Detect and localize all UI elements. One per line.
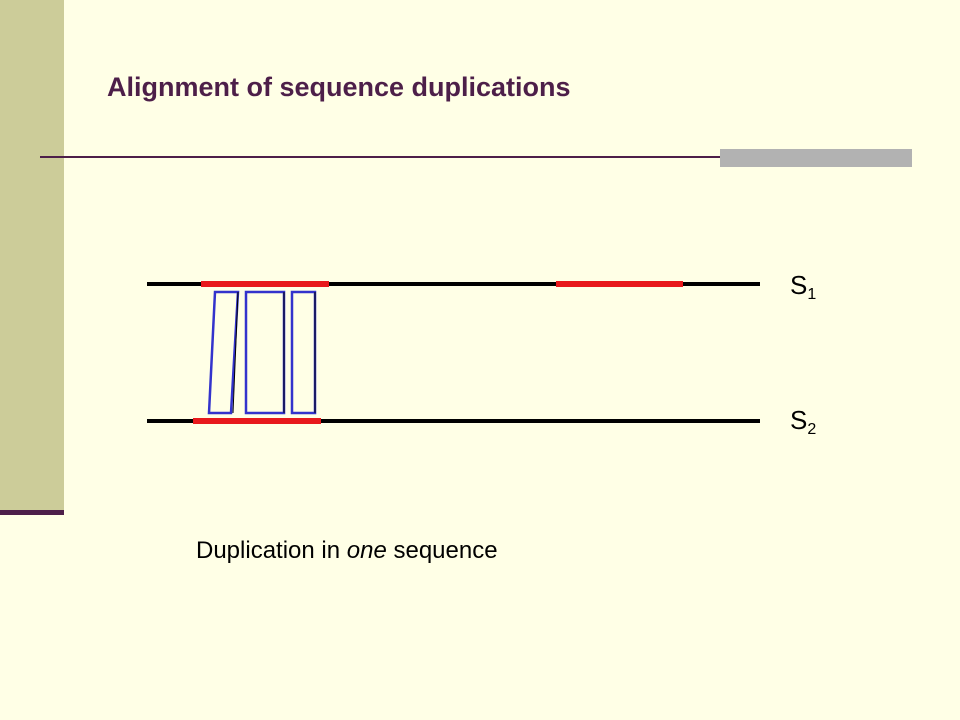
- caption-emphasis: one: [346, 537, 387, 564]
- sidebar-accent: [0, 510, 64, 515]
- alignment-block-1: [207, 290, 240, 415]
- sequence-1-label-subscript: 1: [807, 286, 817, 303]
- alignment-block-2: [244, 290, 286, 415]
- sequence-1-label: S1: [790, 270, 816, 304]
- alignment-block-1-right-edge: [232, 291, 239, 414]
- sequence-2-label-subscript: 2: [807, 421, 817, 438]
- title-divider-accent: [720, 149, 912, 167]
- slide-sidebar: [0, 0, 64, 512]
- diagram-caption: Duplication in one sequence: [196, 537, 498, 565]
- alignment-block-3: [290, 290, 317, 415]
- title-divider: [40, 156, 912, 158]
- caption-text-before: Duplication in: [196, 537, 347, 564]
- caption-text-after: sequence: [386, 537, 498, 564]
- slide-title: Alignment of sequence duplications: [107, 72, 571, 102]
- sequence-2-label: S2: [790, 405, 816, 439]
- sequence-1-label-letter: S: [790, 270, 808, 300]
- sequence-2-label-letter: S: [790, 405, 808, 435]
